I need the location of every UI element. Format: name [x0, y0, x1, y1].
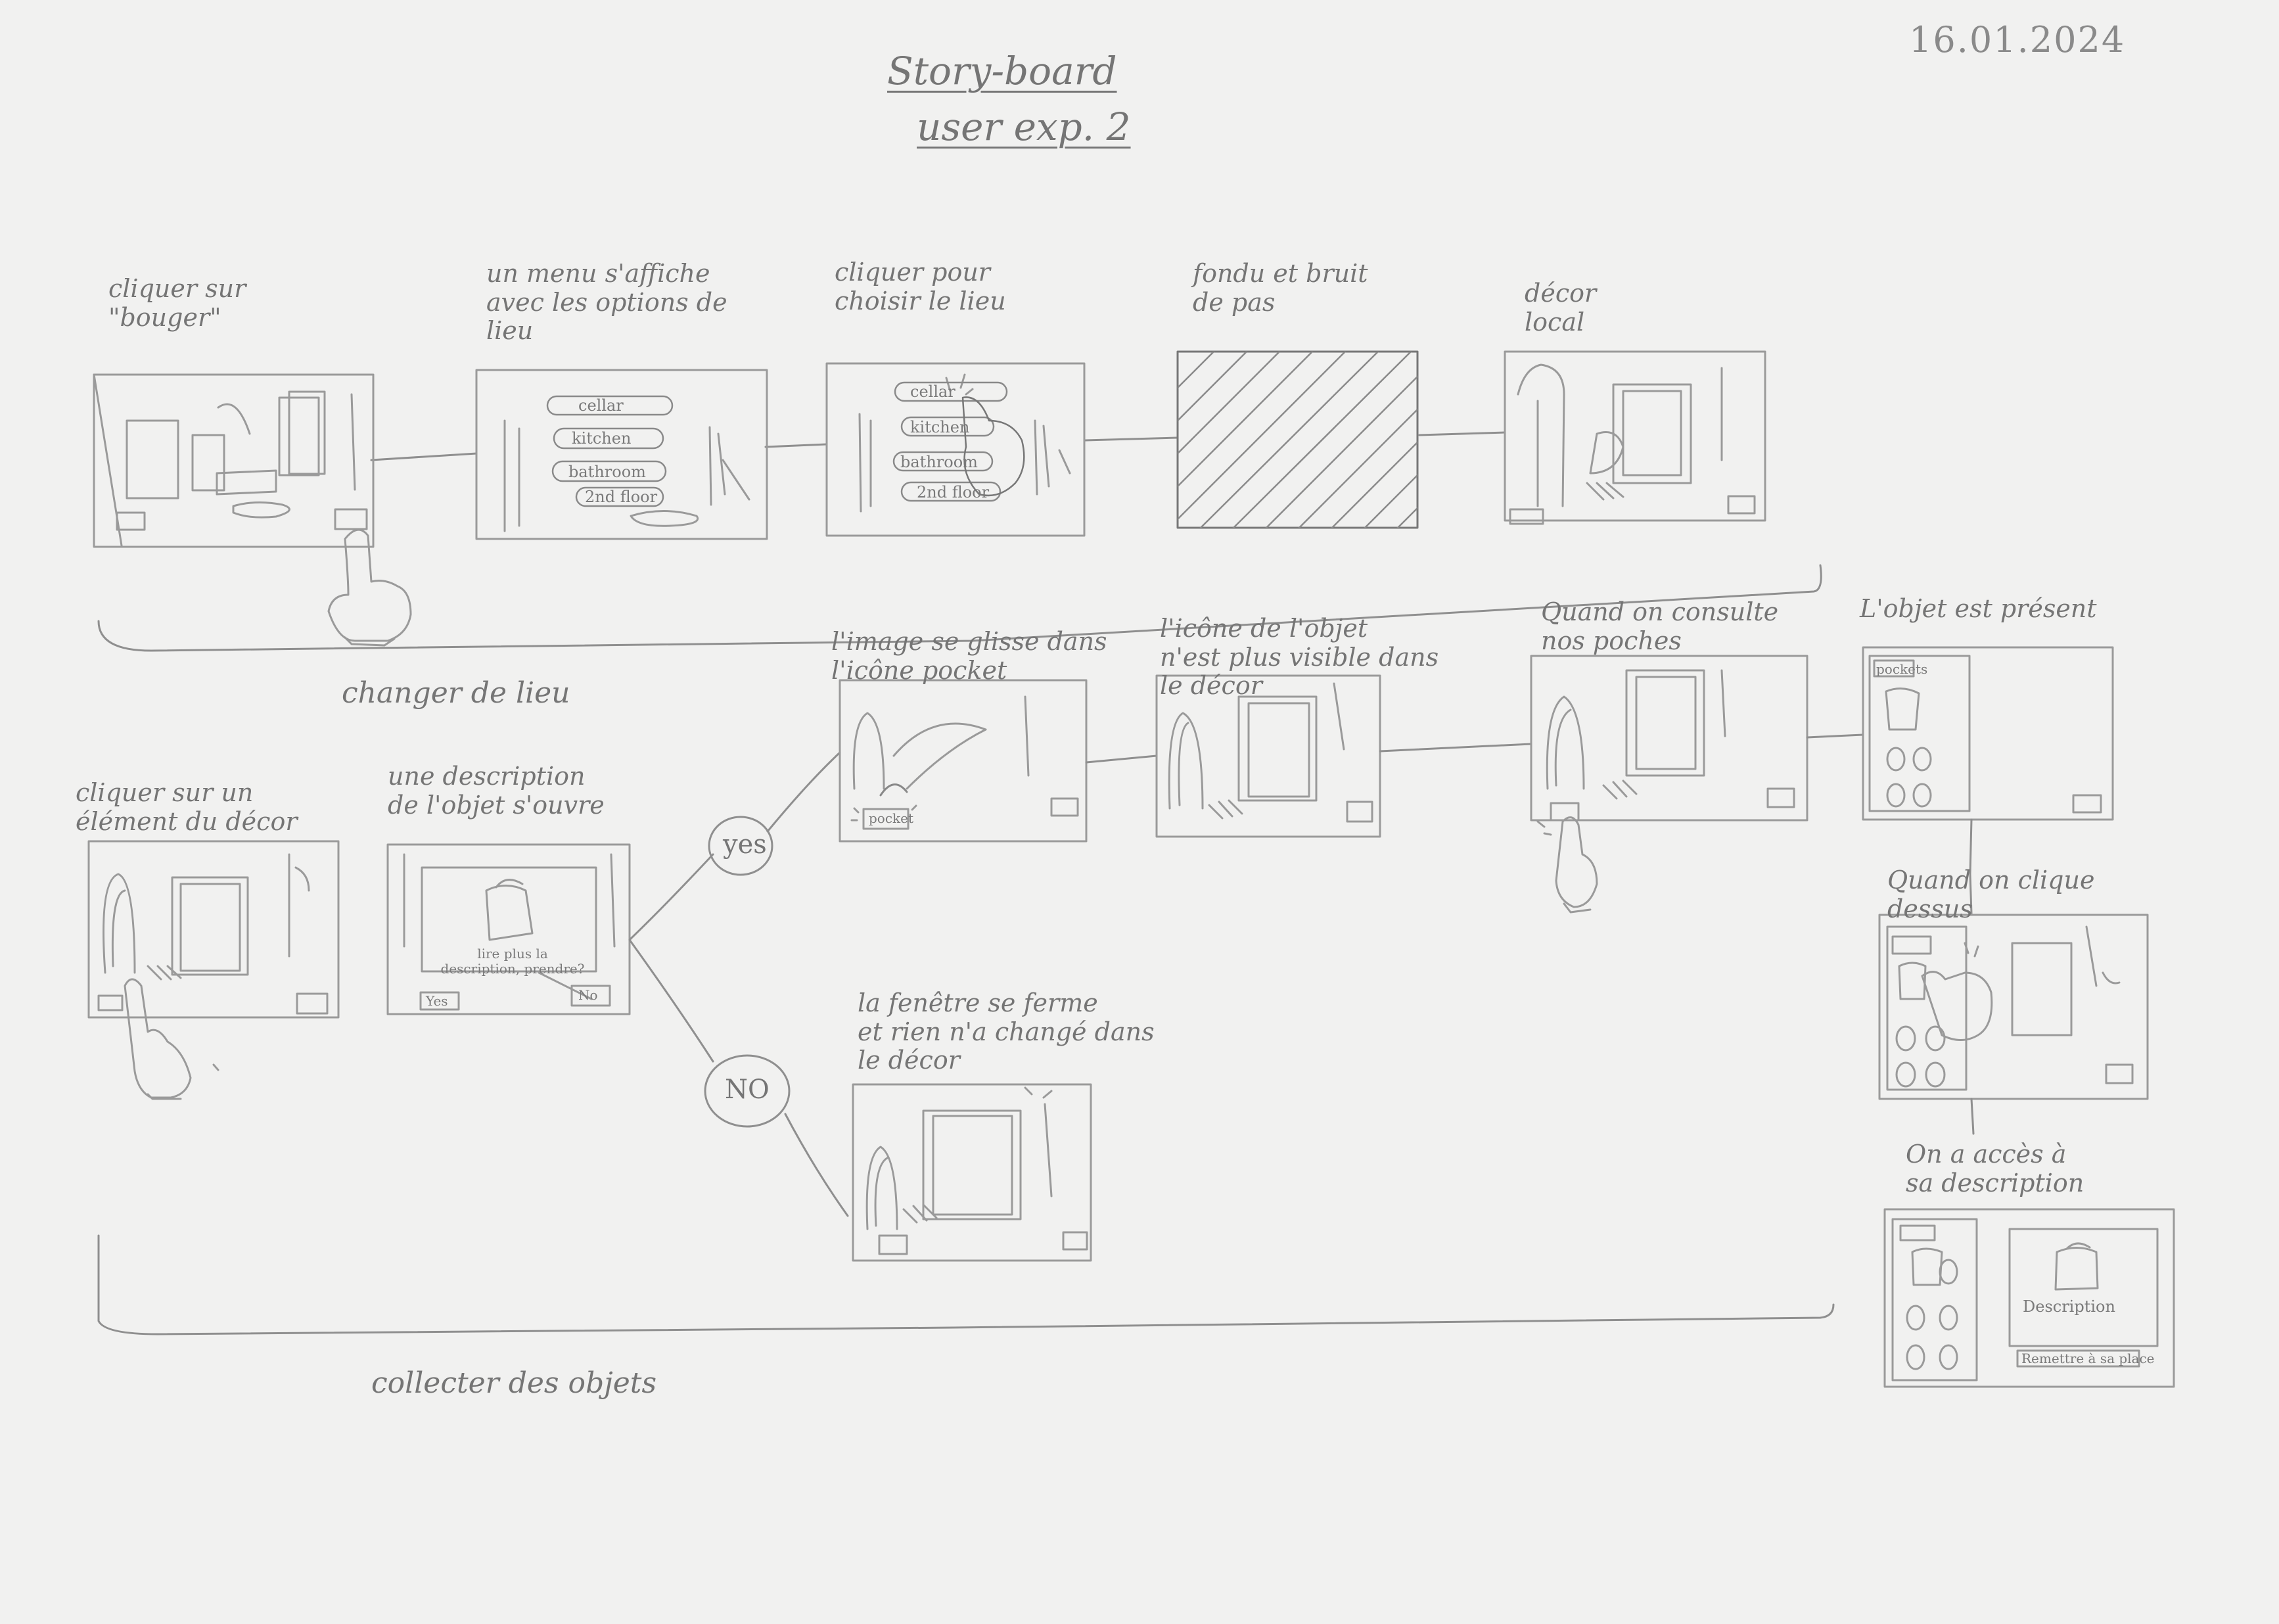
- connector: [1086, 756, 1157, 762]
- caption-yes-3: Quand on consulte nos poches: [1541, 598, 1778, 655]
- frame-no: [853, 1084, 1091, 1261]
- pocket-label: pocket: [869, 811, 913, 826]
- menu-option-cellar: cellar: [578, 397, 624, 415]
- menu-option-2nd-floor: 2nd floor: [585, 488, 657, 507]
- branch-line-no-2: [785, 1114, 848, 1216]
- frame-2: [476, 370, 767, 539]
- return-button[interactable]: Remettre à sa place: [2021, 1351, 2155, 1366]
- caption-no: la fenêtre se ferme et rien n'a changé d…: [858, 989, 1155, 1075]
- connector: [766, 444, 827, 447]
- menu-option-kitchen-3: kitchen: [910, 419, 969, 437]
- menu-option-2nd-floor-3: 2nd floor: [917, 484, 989, 502]
- caption-4: fondu et bruit de pas: [1193, 260, 1368, 317]
- frame-5: [1505, 352, 1765, 524]
- frame-3: [827, 363, 1084, 536]
- title-line-1: Story-board: [887, 49, 1117, 93]
- caption-yes-4: L'objet est présent: [1860, 595, 2097, 624]
- frame-1: [94, 375, 411, 645]
- menu-option-bathroom-3: bathroom: [900, 453, 978, 472]
- branch-no-label: NO: [725, 1075, 770, 1105]
- frame-yes-3: [1531, 656, 1807, 912]
- caption-6: cliquer sur un élément du décor: [76, 779, 298, 836]
- caption-right-1: Quand on clique dessus: [1887, 866, 2094, 923]
- date: 16.01.2024: [1909, 20, 2125, 60]
- connector: [371, 453, 476, 460]
- menu-option-kitchen: kitchen: [572, 430, 631, 448]
- caption-1: cliquer sur "bouger": [108, 275, 246, 332]
- title-line-2: user exp. 2: [917, 105, 1131, 149]
- branch-line-yes-2: [768, 753, 840, 831]
- caption-right-2: On a accès à sa description: [1906, 1140, 2084, 1197]
- dialog-no-button[interactable]: No: [578, 988, 598, 1003]
- pockets-label: pockets: [1876, 662, 1927, 677]
- connector: [1971, 1099, 1973, 1134]
- connector: [1084, 438, 1178, 440]
- connector: [1380, 744, 1531, 751]
- caption-yes-2: l'icône de l'objet n'est plus visible da…: [1160, 615, 1439, 701]
- branch-line-yes: [630, 854, 713, 940]
- connector: [1419, 432, 1505, 435]
- menu-option-bathroom: bathroom: [568, 463, 646, 482]
- group-label-changer-de-lieu: changer de lieu: [342, 677, 570, 710]
- branch-yes-label: yes: [723, 829, 767, 860]
- frame-4: [1178, 352, 1419, 532]
- frame-right-1: [1879, 915, 2148, 1099]
- dialog-text: lire plus la description, prendre?: [437, 946, 588, 977]
- group-bracket-2: [99, 1236, 1833, 1334]
- group-label-collecter: collecter des objets: [371, 1367, 656, 1401]
- description-label: Description: [2023, 1298, 2115, 1316]
- caption-7: une description de l'objet s'ouvre: [388, 762, 605, 820]
- caption-2: un menu s'affiche avec les options de li…: [486, 260, 727, 346]
- menu-option-cellar-3: cellar: [910, 383, 955, 402]
- caption-yes-1: l'image se glisse dans l'icône pocket: [831, 628, 1107, 685]
- dialog-yes-button[interactable]: Yes: [426, 994, 448, 1009]
- caption-3: cliquer pour choisir le lieu: [835, 258, 1006, 315]
- caption-5: décor local: [1525, 279, 1596, 336]
- branch-line-no: [630, 940, 713, 1061]
- connector: [1807, 735, 1863, 737]
- frame-6: [89, 841, 338, 1099]
